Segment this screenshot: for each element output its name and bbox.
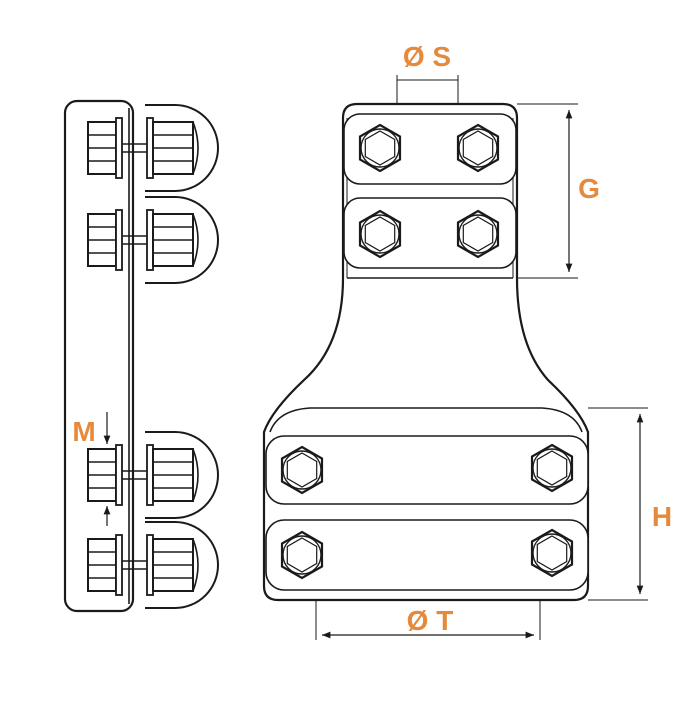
- label-dia-s: Ø S: [403, 41, 451, 72]
- hex-bolt-head: [358, 123, 402, 173]
- dimension-s: [396, 75, 459, 104]
- hex-bolt-head: [280, 445, 324, 495]
- hex-bolt-head: [280, 530, 324, 580]
- lower-pad-2: [265, 519, 589, 591]
- front-view: [262, 75, 648, 640]
- side-view: [63, 99, 219, 613]
- hex-bolt-head: [530, 528, 574, 578]
- label-dia-t: Ø T: [407, 605, 454, 636]
- hex-bolt-head: [358, 209, 402, 259]
- lower-pad-1: [265, 435, 589, 505]
- hex-bolt-head: [530, 443, 574, 493]
- dimension-t: [315, 600, 541, 640]
- dimension-g: [517, 103, 578, 279]
- dimension-h: [588, 407, 648, 601]
- label-m: M: [72, 416, 95, 447]
- hex-bolt-head: [456, 123, 500, 173]
- label-g: G: [578, 173, 600, 204]
- hex-bolt-head: [456, 209, 500, 259]
- label-h: H: [652, 501, 672, 532]
